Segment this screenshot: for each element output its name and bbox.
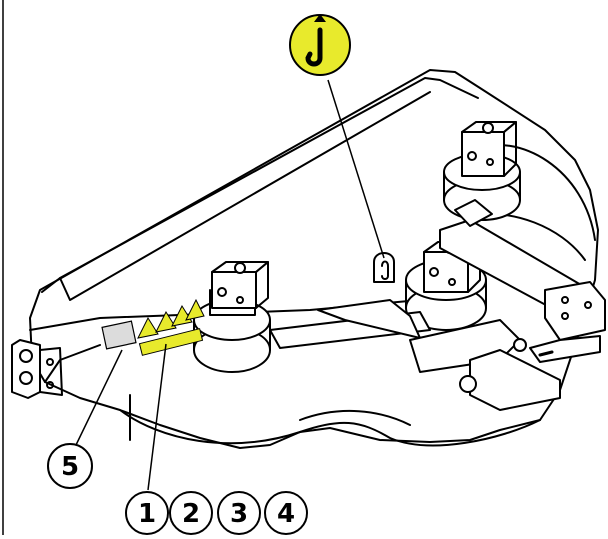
leader-lines <box>75 79 385 491</box>
left-pivot-bracket <box>11 339 63 399</box>
callout-2: 2 <box>169 491 213 535</box>
callout-4-label: 4 <box>277 499 295 529</box>
callout-2-label: 2 <box>182 499 200 529</box>
callout-3-label: 3 <box>230 499 248 529</box>
callout-1: 1 <box>125 491 169 535</box>
callout-5: 5 <box>47 443 93 489</box>
warning-decal-1 <box>137 316 159 339</box>
lifting-eye <box>373 252 395 283</box>
callout-1-label: 1 <box>138 499 156 529</box>
callout-4: 4 <box>264 491 308 535</box>
warning-decal-3 <box>171 304 193 327</box>
lift-symbol <box>289 14 351 76</box>
lifting-hook-icon <box>305 27 323 67</box>
decal-area <box>101 298 205 356</box>
callout-5-label: 5 <box>61 452 79 482</box>
warning-decal-4 <box>185 298 205 321</box>
hitch-assembly <box>269 199 606 411</box>
callout-3: 3 <box>217 491 261 535</box>
decal-plate <box>101 320 137 350</box>
warning-decal-2 <box>155 310 177 333</box>
spindle-motor-left <box>193 261 271 373</box>
